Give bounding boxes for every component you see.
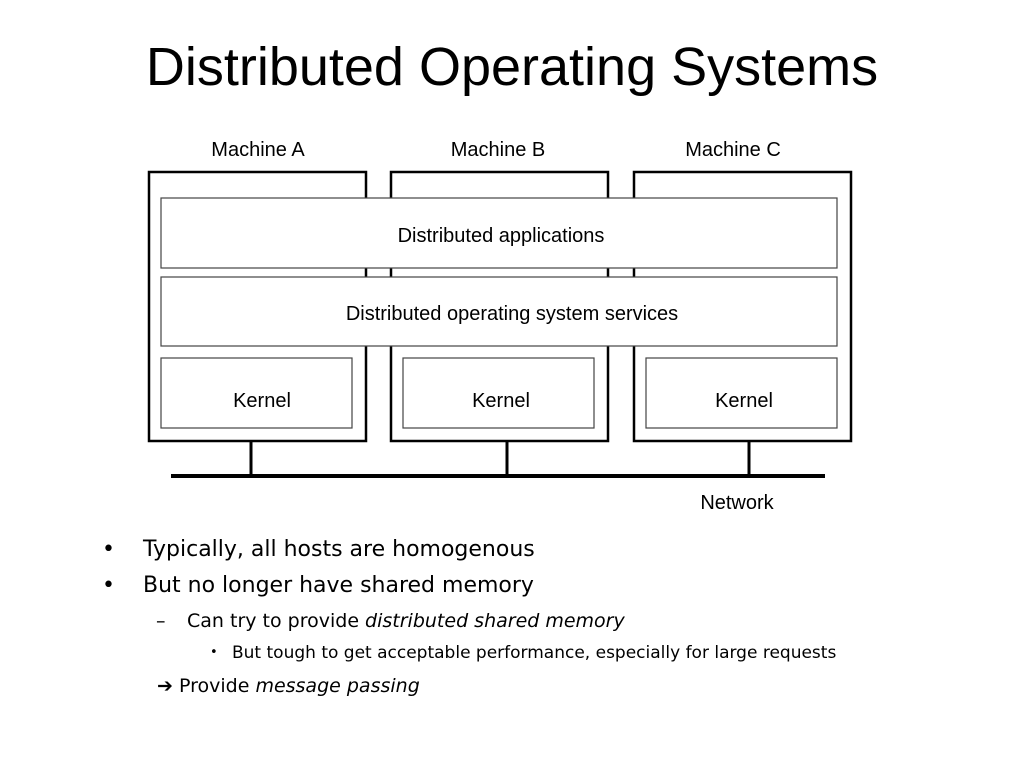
bullet-text: Typically, all hosts are homogenous [143, 537, 535, 562]
applications-layer-label: Distributed applications [398, 225, 605, 247]
arrow-item-emphasis: message passing [255, 675, 420, 697]
sub-bullet-text: Can try to provide [187, 610, 366, 632]
arrow-item: ➔ Provide message passing [100, 668, 1000, 704]
sub-bullet-item: – Can try to provide distributed shared … [100, 604, 1000, 638]
sub-sub-bullet-item: • But tough to get acceptable performanc… [100, 638, 1000, 668]
kernel-a-label: Kernel [233, 390, 291, 412]
bullet-marker: • [102, 537, 115, 562]
right-arrow-icon: ➔ [157, 675, 173, 697]
sub-bullet-emphasis: distributed shared memory [365, 610, 625, 632]
kernel-c-box [645, 357, 838, 429]
bullet-marker: • [210, 645, 218, 660]
services-layer [160, 276, 838, 347]
machine-b-label: Machine B [451, 139, 546, 161]
kernel-c-label: Kernel [715, 390, 773, 412]
network-label: Network [700, 492, 774, 514]
bullet-item: • Typically, all hosts are homogenous [100, 532, 1000, 568]
bullet-item: • But no longer have shared memory [100, 568, 1000, 604]
kernel-a-box [160, 357, 353, 429]
arrow-item-text: Provide [178, 675, 256, 697]
machine-c-label: Machine C [685, 139, 781, 161]
applications-layer [160, 197, 838, 269]
bullet-text: But no longer have shared memory [143, 573, 534, 598]
dash-marker: – [156, 610, 166, 632]
sub-sub-bullet-text: But tough to get acceptable performance,… [232, 643, 837, 663]
machine-a-label: Machine A [211, 139, 305, 161]
slide-title: Distributed Operating Systems [145, 37, 879, 97]
bullet-list: • Typically, all hosts are homogenous • … [100, 532, 1000, 704]
services-layer-label: Distributed operating system services [346, 303, 678, 325]
kernel-b-box [402, 357, 595, 429]
bullet-marker: • [102, 573, 115, 598]
kernel-b-label: Kernel [472, 390, 530, 412]
